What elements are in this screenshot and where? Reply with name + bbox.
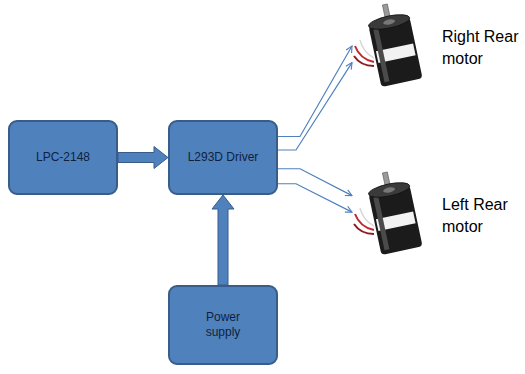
block-arrow [118, 147, 168, 169]
dc-motor-picture [352, 168, 430, 260]
block-label: LPC-2148 [36, 150, 90, 165]
block-label: Power supply [193, 310, 253, 340]
motor-unit: Right Rear motor [352, 0, 522, 92]
motor-wire [278, 63, 352, 150]
block-arrow [212, 195, 234, 285]
controller-box: LPC-2148 [8, 120, 118, 195]
motor-wire [278, 46, 352, 137]
dc-motor-picture [352, 0, 430, 92]
motor-unit: Left Rear motor [352, 168, 522, 260]
power-supply-box: Power supply [168, 285, 278, 365]
block-label: L293D Driver [188, 150, 259, 165]
motor-label: Left Rear motor [442, 194, 525, 237]
driver-box: L293D Driver [168, 120, 278, 195]
motor-wire [278, 169, 352, 196]
motor-label: Right Rear motor [442, 26, 525, 69]
motor-wire [278, 184, 352, 212]
